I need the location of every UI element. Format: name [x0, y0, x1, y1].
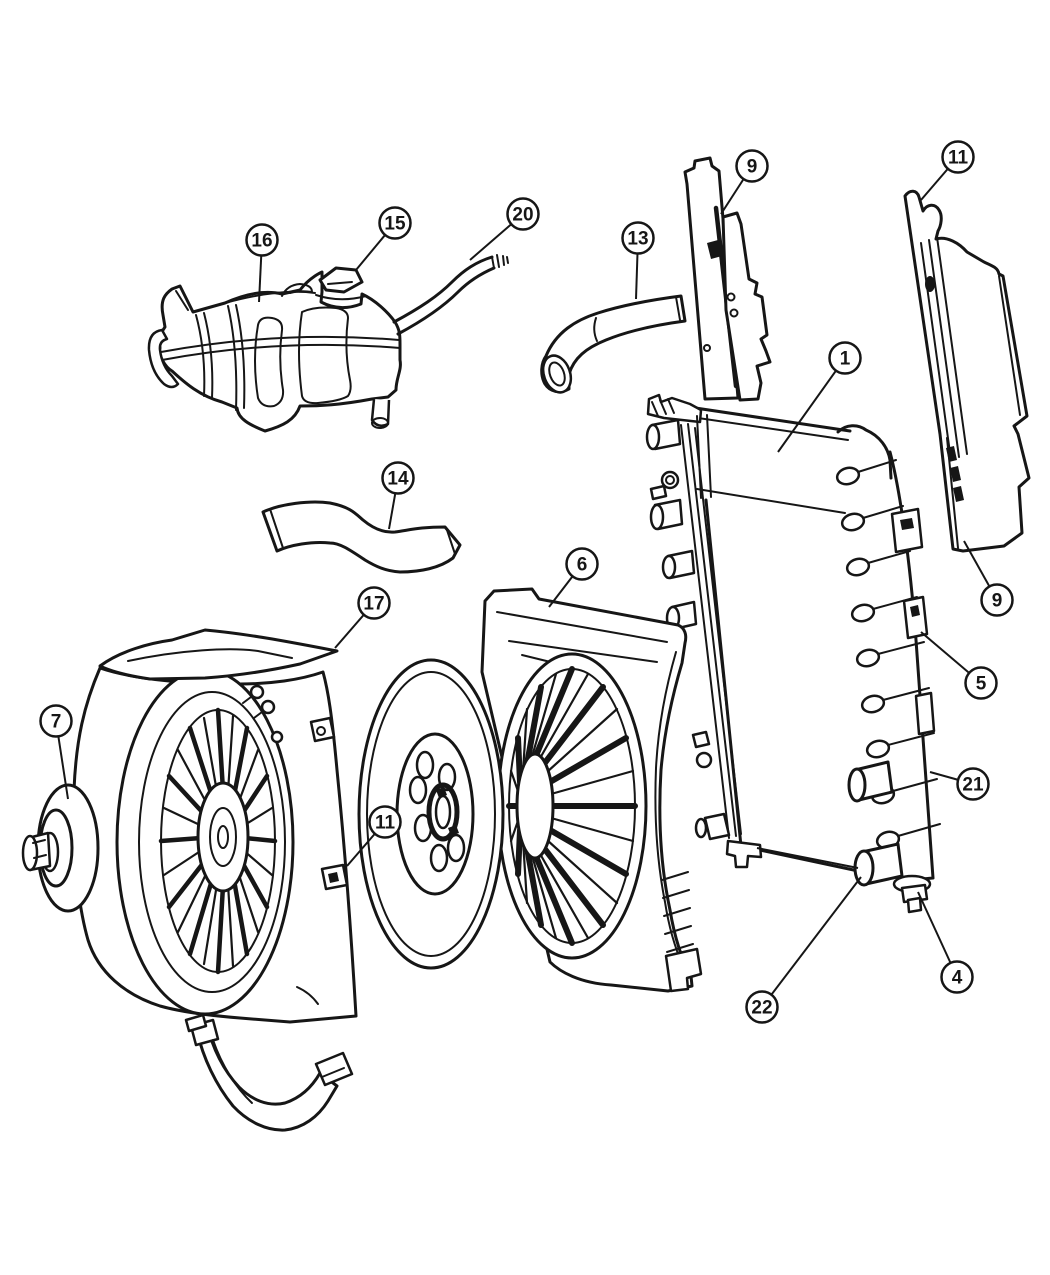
callout-bubble — [940, 960, 974, 994]
callout-bubble — [245, 223, 279, 257]
callout-bubble — [565, 547, 599, 581]
upper-radiator-hose-icon — [540, 294, 687, 394]
callout-number: 20 — [512, 205, 533, 226]
lower-radiator-hose-icon — [261, 500, 462, 574]
callout-bubble — [745, 990, 779, 1024]
callout-number: 9 — [747, 157, 758, 178]
callout-bubble — [621, 221, 655, 255]
leader-line — [761, 876, 862, 1008]
radiator-outlet-nipples-icon — [847, 760, 904, 887]
callout-number: 9 — [992, 591, 1003, 612]
callout-bubble — [828, 341, 862, 375]
callout-21: 21 — [929, 767, 990, 801]
callout-bubble — [368, 805, 402, 839]
callout-bubble — [506, 197, 540, 231]
radiator-tank-icon — [835, 424, 941, 882]
callout-9: 9 — [963, 540, 1014, 617]
callout-number: 17 — [363, 594, 384, 615]
fan-clutch-icon — [21, 783, 100, 913]
callout-20: 20 — [469, 197, 540, 261]
callout-bubble — [357, 586, 391, 620]
fan-pulley-disc-icon — [357, 658, 505, 970]
radiator-seal-strip-icon — [683, 156, 772, 402]
callout-11: 11 — [920, 140, 975, 201]
callout-number: 22 — [751, 998, 772, 1019]
callout-bubble — [378, 206, 412, 240]
callout-17: 17 — [334, 586, 391, 649]
leader-line — [756, 847, 859, 869]
callout-bubble — [381, 461, 415, 495]
callout-5: 5 — [920, 631, 998, 700]
callout-13: 13 — [621, 221, 655, 300]
callout-6: 6 — [548, 547, 599, 608]
overflow-hose-icon — [392, 254, 509, 336]
callout-14: 14 — [381, 461, 415, 530]
callout-11: 11 — [346, 805, 402, 867]
side-seal-panel-icon — [903, 189, 1031, 553]
callout-22: 22 — [745, 876, 862, 1024]
callout-number: 7 — [51, 712, 62, 733]
drain-cock-icon — [892, 874, 932, 914]
callout-number: 1 — [840, 349, 851, 370]
callout-number: 14 — [387, 469, 409, 490]
callout-number: 5 — [976, 674, 987, 695]
callout-bubble — [980, 583, 1014, 617]
callout-1: 1 — [777, 341, 862, 453]
callout-bubble — [39, 704, 73, 738]
fan-shroud-left-icon — [72, 628, 358, 1024]
callout-7: 7 — [39, 704, 73, 800]
callout-bubble — [941, 140, 975, 174]
callout-bubble — [964, 666, 998, 700]
callout-number: 15 — [384, 214, 406, 235]
cooling-fan-icon — [496, 652, 648, 960]
bottom-hose-icon — [184, 1013, 354, 1132]
callout-number: 16 — [251, 231, 272, 252]
callout-number: 4 — [952, 968, 963, 989]
callout-bubble — [735, 149, 769, 183]
callout-15: 15 — [355, 206, 412, 271]
callout-number: 6 — [577, 555, 588, 576]
callout-number: 13 — [627, 229, 648, 250]
callout-4: 4 — [917, 891, 974, 994]
coolant-reservoir-icon — [147, 270, 402, 433]
callout-number: 11 — [948, 148, 969, 169]
callout-16: 16 — [245, 223, 279, 303]
callout-9: 9 — [720, 149, 769, 215]
callout-number: 21 — [962, 775, 984, 796]
leader-line — [777, 357, 846, 453]
callout-number: 11 — [375, 813, 396, 834]
reservoir-cap-icon — [315, 266, 367, 301]
callout-bubble — [956, 767, 990, 801]
